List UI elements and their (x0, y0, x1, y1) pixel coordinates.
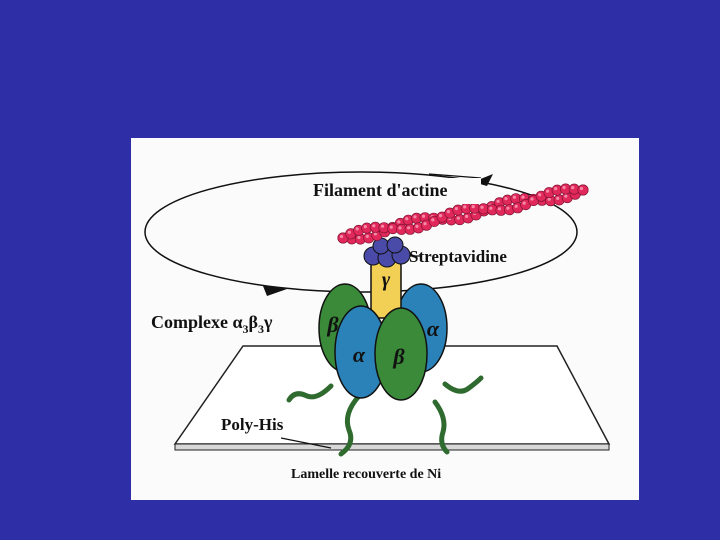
complex-label-beta: β (249, 312, 258, 332)
actin-bead-highlight (496, 199, 500, 203)
actin-bead-highlight (380, 224, 385, 228)
actin-bead-highlight (397, 220, 401, 224)
complex-label: Complexe α3β3γ (151, 312, 273, 336)
streptavidin-label: Streptavidine (409, 247, 507, 266)
actin-bead-highlight (413, 215, 417, 219)
actin-bead-highlight (522, 201, 526, 205)
actin-bead-highlight (538, 193, 542, 197)
actin-bead-highlight (389, 225, 393, 229)
his-tail-left (286, 383, 334, 403)
streptavidin-cluster (363, 236, 411, 268)
actin-bead-highlight (415, 224, 419, 228)
actin-bead-highlight (504, 197, 508, 201)
actin-bead-highlight (463, 205, 467, 209)
actin-bead-highlight (556, 196, 560, 200)
actin-bead-highlight (357, 235, 361, 240)
actin-label: Filament d'actine (313, 180, 447, 200)
his-tail-right (442, 375, 484, 394)
complex-label-prefix: Complexe (151, 312, 232, 332)
his-tail-front-right (432, 399, 450, 455)
actin-bead-highlight (347, 230, 351, 234)
actin-bead-highlight (405, 217, 409, 221)
actin-bead-highlight (514, 204, 518, 208)
coverslip-edge (174, 443, 610, 451)
actin-bead-highlight (454, 207, 458, 211)
actin-bead-highlight (471, 205, 475, 209)
complex-label-sub-3a: 3 (243, 322, 249, 336)
actin-bead-highlight (546, 189, 550, 193)
alpha-right-label: α (427, 316, 440, 341)
beta-left-label: β (326, 312, 339, 337)
actin-filament (337, 183, 589, 245)
actin-bead-highlight (421, 214, 426, 218)
polyhis-leader (280, 437, 332, 449)
actin-bead-highlight (439, 214, 443, 218)
complex-label-alpha: α (232, 312, 242, 332)
gamma-label: γ (382, 269, 391, 291)
complex-label-gamma: γ (263, 312, 273, 332)
actin-leader (428, 173, 482, 179)
his-tail-front-left (338, 393, 362, 457)
actin-label-bg (309, 178, 481, 204)
actin-bead-highlight (465, 214, 469, 218)
alpha-front-label: α (353, 342, 366, 367)
actin-bead-highlight (365, 234, 369, 238)
actin-bead-highlight (530, 197, 534, 201)
coverslip-label: Lamelle recouverte de Ni (291, 467, 441, 482)
actin-bead (577, 184, 589, 196)
actin-bead-highlight (497, 207, 502, 211)
actin-bead-highlight (579, 186, 584, 191)
actin-bead-highlight (456, 216, 460, 220)
actin-bead-highlight (489, 206, 493, 210)
actin-bead-highlight (423, 222, 427, 226)
actin-bead-highlight (547, 197, 551, 201)
actin-bead-highlight (355, 227, 359, 231)
complex-label-sub-3b: 3 (258, 322, 264, 336)
actin-bead-highlight (372, 224, 376, 228)
actin-bead-highlight (571, 186, 575, 190)
rotation-ellipse (144, 171, 578, 293)
actin-bead-highlight (373, 232, 377, 236)
actin-bead-highlight (480, 205, 484, 209)
beta-subunit-front (374, 307, 428, 401)
actin-bead-highlight (554, 187, 558, 191)
actin-bead-highlight (562, 185, 566, 190)
actin-bead-highlight (564, 194, 568, 198)
streptavidin-bead (386, 236, 404, 254)
actin-bead-highlight (398, 226, 402, 230)
actin-bead-highlight (363, 225, 367, 229)
actin-bead-highlight (446, 210, 450, 214)
actin-bead-highlight (506, 206, 510, 210)
actin-bead-highlight (431, 218, 435, 222)
beta-front-label: β (392, 344, 405, 369)
actin-bead-highlight (407, 226, 411, 230)
actin-bead-highlight (512, 195, 516, 199)
diagram-svg: γ β α α β Filament d'actine Streptavidin… (144, 171, 611, 482)
polyhis-label: Poly-His (221, 415, 284, 434)
actin-bead-highlight (339, 234, 344, 239)
rotation-arrow-left (263, 286, 287, 296)
atp-synthase-figure: γ β α α β Filament d'actine Streptavidin… (131, 138, 639, 500)
actin-bead-highlight (521, 195, 525, 199)
